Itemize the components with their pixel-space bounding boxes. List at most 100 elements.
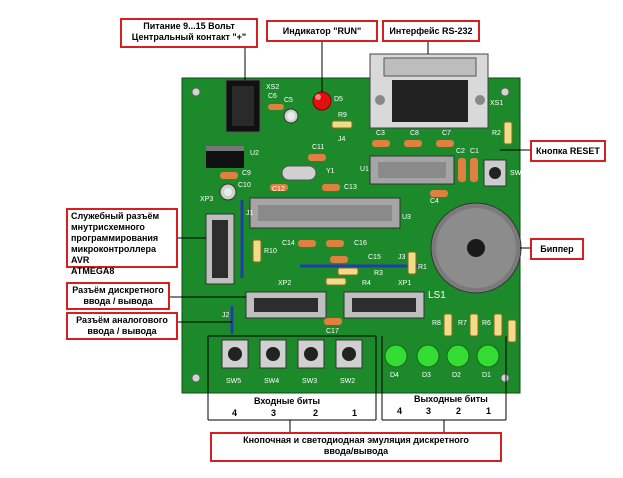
label-j1: J1 <box>246 210 254 217</box>
resistor-r9 <box>331 120 353 129</box>
capacitor-c14 <box>298 240 316 247</box>
mounting-hole <box>500 87 510 97</box>
label-r1: R1 <box>418 264 427 271</box>
callout-aio-line1: Разъём аналогового <box>76 315 168 325</box>
label-xs2: XS2 <box>266 84 280 91</box>
label-r4: R4 <box>362 280 371 287</box>
outputs-title: Выходные биты <box>414 394 488 404</box>
capacitor-c9 <box>220 172 238 179</box>
callout-emulation: Кнопочная и светодиодная эмуляция дискре… <box>210 432 502 462</box>
resistor-r5 <box>507 319 517 343</box>
callout-emu-line2: ввода/вывода <box>323 446 389 456</box>
switch-sw3 <box>297 339 325 369</box>
output-bit-2: 2 <box>456 406 462 416</box>
led-d4 <box>384 344 408 368</box>
callout-rs232-text: Интерфейс RS-232 <box>389 26 473 36</box>
resistor-r10 <box>252 239 262 263</box>
label-r10: R10 <box>264 248 277 255</box>
callout-reset: Кнопка RESET <box>530 140 606 162</box>
led-d2 <box>446 344 470 368</box>
label-c3: C3 <box>376 130 385 137</box>
label-ls1: LS1 <box>428 290 446 301</box>
label-c11: C11 <box>312 144 325 151</box>
callout-emu-line1: Кнопочная и светодиодная эмуляция дискре… <box>243 435 469 445</box>
crystal-y1 <box>281 165 317 181</box>
label-r7: R7 <box>458 320 467 327</box>
capacitor-c13 <box>322 184 340 191</box>
callout-power: Питание 9...15 Вольт Центральный контакт… <box>120 18 258 48</box>
label-sw4: SW4 <box>264 378 280 385</box>
output-bit-3: 3 <box>426 406 432 416</box>
capacitor-c4 <box>430 190 448 197</box>
mounting-hole <box>500 373 510 383</box>
capacitor-c16 <box>326 240 344 247</box>
led-d1 <box>476 344 500 368</box>
callout-run: Индикатор "RUN" <box>266 20 378 42</box>
label-r5: R5 <box>520 326 529 333</box>
label-xs1: XS1 <box>490 100 504 107</box>
callout-isp: Служебный разъём мнутрисхемного программ… <box>66 208 178 276</box>
label-c7: C7 <box>442 130 451 137</box>
resistor-r4 <box>325 277 347 286</box>
callout-run-text: Индикатор "RUN" <box>282 26 362 36</box>
callout-reset-text: Кнопка RESET <box>536 146 600 156</box>
output-bit-1: 1 <box>486 406 492 416</box>
label-j3: J3 <box>398 254 406 261</box>
label-u2: U2 <box>250 150 259 157</box>
callout-isp-line4: микроконтроллера AVR <box>71 244 157 265</box>
label-c13: C13 <box>344 184 357 191</box>
input-bit-4: 4 <box>232 408 238 418</box>
callout-buzzer: Биппер <box>530 238 584 260</box>
label-y1: Y1 <box>326 168 335 175</box>
capacitor-c2 <box>458 158 466 182</box>
resistor-r8 <box>443 313 453 337</box>
capacitor-c8 <box>404 140 422 147</box>
label-j4: J4 <box>338 136 346 143</box>
callout-aio-line2: ввода / вывода <box>87 326 157 336</box>
label-r2: R2 <box>492 130 501 137</box>
label-r9: R9 <box>338 112 347 119</box>
label-c17: C17 <box>326 328 339 335</box>
input-bit-2: 2 <box>313 408 319 418</box>
callout-power-line1: Питание 9...15 Вольт <box>143 21 235 31</box>
led-d3 <box>416 344 440 368</box>
label-c15: C15 <box>368 254 381 261</box>
resistor-r3 <box>337 267 359 276</box>
callout-aio: Разъём аналогового ввода / вывода <box>66 312 178 340</box>
label-r3: R3 <box>374 270 383 277</box>
label-u1: U1 <box>360 166 369 173</box>
label-c5: C5 <box>284 97 293 104</box>
switch-sw5 <box>221 339 249 369</box>
resistor-r7 <box>469 313 479 337</box>
label-xp3: XP3 <box>200 196 214 203</box>
callout-dio: Разъём дискретного ввода / вывода <box>66 282 170 310</box>
label-c16: C16 <box>354 240 367 247</box>
callout-buzzer-text: Биппер <box>540 244 574 254</box>
mounting-hole <box>191 87 201 97</box>
callout-isp-line1: Служебный разъём <box>71 211 160 221</box>
capacitor-c12 <box>270 184 288 191</box>
label-sw5: SW5 <box>226 378 242 385</box>
callout-dio-line1: Разъём дискретного <box>72 285 164 295</box>
label-sw3: SW3 <box>302 378 318 385</box>
capacitor-c11 <box>308 154 326 161</box>
capacitor-c7 <box>436 140 454 147</box>
capacitor-c1 <box>470 158 478 182</box>
capacitor-c3 <box>372 140 390 147</box>
label-d1: D1 <box>482 372 491 379</box>
capacitor-c17 <box>324 318 342 325</box>
capacitor-c6 <box>268 104 284 110</box>
label-c6: C6 <box>268 93 277 100</box>
label-j2: J2 <box>222 312 230 319</box>
input-bit-1: 1 <box>352 408 358 418</box>
label-c10: C10 <box>238 182 251 189</box>
callout-power-line2: Центральный контакт "+" <box>131 32 247 42</box>
label-c1: C1 <box>470 148 479 155</box>
label-xp2: XP2 <box>278 280 292 287</box>
label-u3: U3 <box>402 214 411 221</box>
callout-rs232: Интерфейс RS-232 <box>382 20 480 42</box>
resistor-r1 <box>407 251 417 275</box>
resistor-r2 <box>503 121 513 145</box>
callout-isp-line3: программирования <box>71 233 159 243</box>
label-d5: D5 <box>334 96 343 103</box>
